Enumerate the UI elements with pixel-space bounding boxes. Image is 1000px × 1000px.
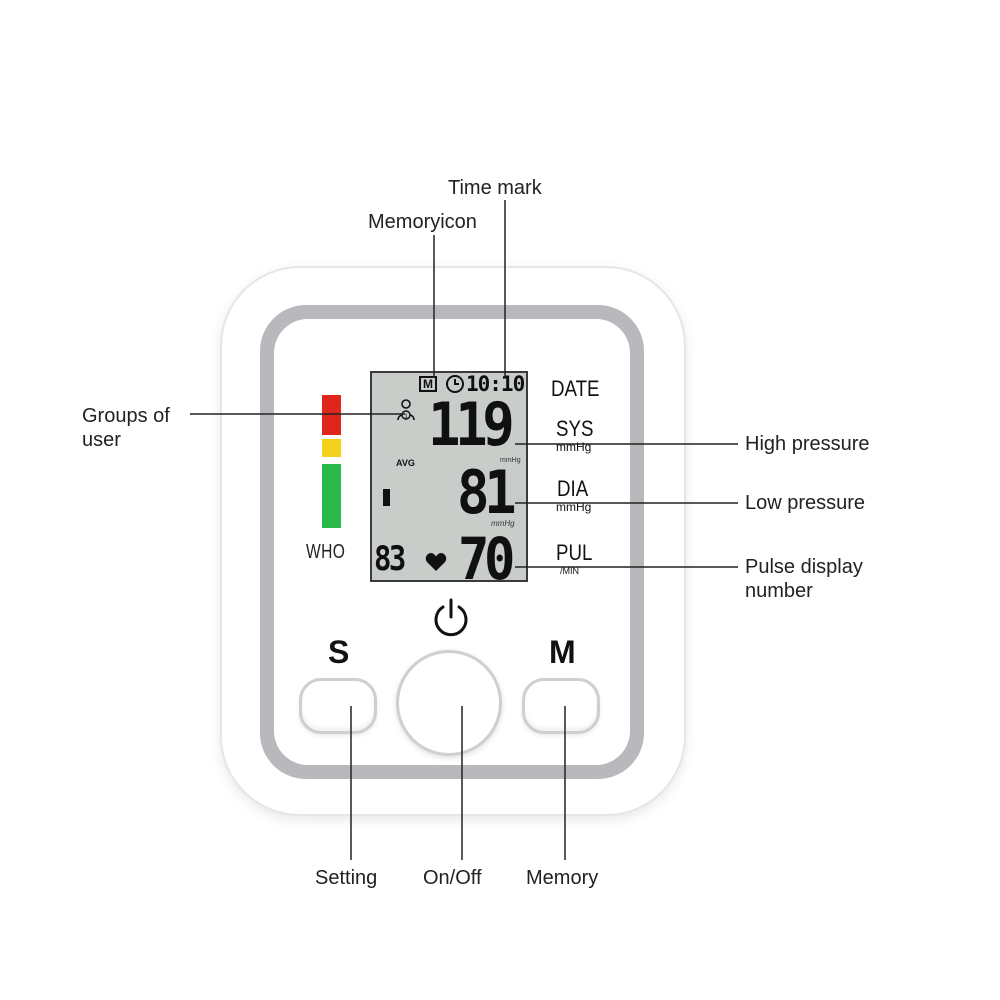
indicator-yellow — [322, 439, 341, 457]
level-segment — [383, 489, 390, 506]
who-label: WHO — [306, 541, 346, 563]
memory-letter: M — [549, 634, 576, 670]
callout-low-pressure: Low pressure — [745, 492, 866, 514]
lcd-dia-value: 81 — [457, 458, 517, 528]
sys-unit-label: mmHg — [556, 440, 592, 454]
heart-icon — [425, 553, 447, 571]
power-icon — [434, 598, 468, 637]
indicator-green — [322, 464, 341, 528]
lcd-time: 10:10 — [466, 372, 525, 396]
callout-groups-of-user: Groups of user — [82, 405, 170, 451]
setting-letter: S — [328, 634, 350, 670]
lcd-screen — [370, 371, 528, 582]
callout-setting: Setting — [315, 867, 378, 889]
svg-text:1: 1 — [404, 414, 408, 420]
user-group-icon: 1 — [397, 399, 415, 421]
lcd-memory-count: 83 — [374, 539, 406, 579]
memory-button[interactable] — [522, 678, 600, 734]
lcd-sys-value: 119 — [428, 390, 515, 460]
callout-memory-icon: Memoryicon — [368, 211, 477, 233]
dia-label: DIA — [557, 476, 589, 501]
pul-unit-label: /MIN — [560, 566, 579, 576]
clock-icon — [446, 375, 464, 393]
avg-label: AVG — [396, 458, 415, 468]
callout-high-pressure: High pressure — [745, 433, 870, 455]
date-label: DATE — [551, 376, 600, 401]
callout-memory: Memory — [526, 867, 599, 889]
sys-label: SYS — [556, 416, 594, 441]
lcd-dia-unit: mmHg — [491, 519, 515, 528]
lcd-sys-unit: mmHg — [500, 457, 521, 464]
callout-pulse-display: Pulse display number — [745, 556, 863, 602]
callout-time-mark: Time mark — [448, 177, 542, 199]
indicator-red — [322, 395, 341, 435]
pul-label: PUL — [556, 540, 593, 565]
memory-badge: M — [419, 376, 437, 392]
dia-unit-label: mmHg — [556, 500, 592, 514]
power-button[interactable] — [396, 650, 502, 756]
lcd-pulse-value: 70 — [458, 525, 515, 593]
setting-button[interactable] — [299, 678, 377, 734]
callout-on-off: On/Off — [423, 867, 482, 889]
